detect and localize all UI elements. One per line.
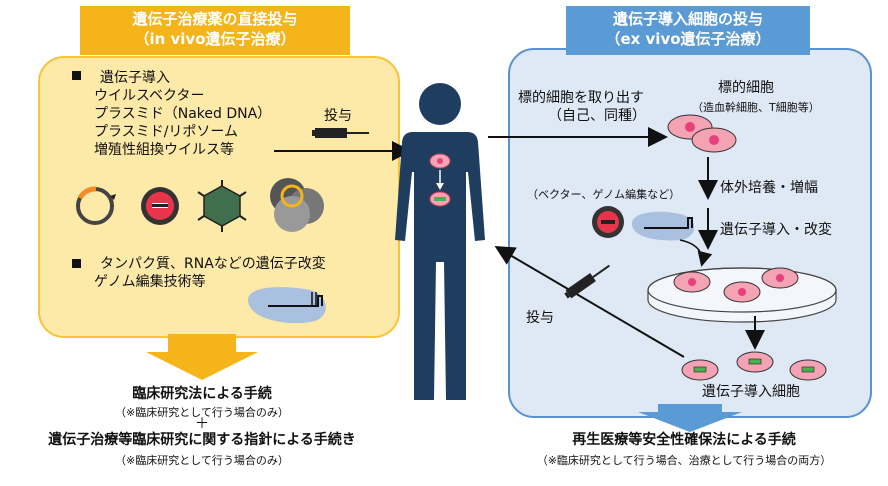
ex-vivo-header-line2: （ex vivo遺伝子治療） [605, 30, 771, 48]
bullet1-item-3: プラスミド/リポソーム [94, 124, 239, 140]
vector-note: （ベクター、ゲノム編集など） [527, 188, 681, 201]
ex-vivo-admin-label: 投与 [526, 310, 554, 326]
transduction-label: 遺伝子導入・改変 [720, 222, 832, 238]
extract-label-line2: （自己、同種） [548, 108, 646, 124]
patient-figure [395, 83, 485, 400]
bullet1-title: 遺伝子導入 [100, 70, 170, 86]
genome-editing-icon-left [248, 287, 326, 324]
in-vivo-procedure-note-2: （※臨床研究として行う場合のみ） [115, 454, 289, 467]
oncolytic-virus-icon [270, 178, 324, 232]
virus-icon [197, 180, 247, 232]
target-cell-label: 標的細胞 [718, 80, 774, 96]
ex-vivo-header: 遺伝子導入細胞の投与 （ex vivo遺伝子治療） [566, 6, 810, 55]
bullet-1-square [72, 71, 81, 80]
plasmid-icon [76, 186, 116, 225]
transduced-cells [681, 351, 827, 381]
in-vivo-procedure-2: 遺伝子治療等臨床研究に関する指針による手続き [48, 432, 356, 448]
in-vivo-admin-label: 投与 [324, 108, 352, 124]
genome-editing-icon-right [632, 211, 695, 241]
bullet1-item-4: 増殖性組換ウイルス等 [94, 142, 234, 158]
ex-vivo-procedure-note-1: （※臨床研究として行う場合、治療として行う場合の両方） [536, 454, 832, 467]
bullet1-item-1: ウイルスベクター [94, 88, 205, 104]
body-cell-pink [429, 153, 451, 169]
in-vivo-down-arrow [146, 334, 258, 380]
bullet1-item-2: プラスミド（Naked DNA） [94, 106, 272, 122]
in-vivo-header: 遺伝子治療薬の直接投与 （in vivo遺伝子治療） [80, 6, 350, 55]
extract-label-line1: 標的細胞を取り出す [518, 90, 644, 106]
liposome-icon [141, 187, 179, 225]
vector-to-dish-arrow [679, 239, 713, 267]
readminister-arrow [494, 245, 685, 358]
in-vivo-procedure-note-1: （※臨床研究として行う場合のみ） [115, 406, 289, 419]
syringe-icon-right [564, 264, 610, 299]
ex-vivo-procedure-1: 再生医療等安全性確保法による手続 [572, 432, 796, 448]
ex-vivo-down-arrow [638, 404, 742, 432]
target-cell-note: （造血幹細胞、T細胞等） [692, 101, 820, 114]
transduced-cell-label: 遺伝子導入細胞 [702, 384, 800, 400]
in-vivo-procedure-1: 臨床研究法による手続 [132, 386, 272, 402]
syringe-icon-left [312, 128, 369, 138]
bullet2-line1: タンパク質、RNAなどの遺伝子改変 [100, 256, 326, 272]
target-cells [667, 114, 737, 153]
liposome-icon-right [592, 206, 624, 238]
procedure-plus: ＋ [195, 416, 209, 432]
body-cell-transduced [429, 191, 451, 207]
in-vivo-header-line2: （in vivo遺伝子治療） [134, 30, 296, 48]
bullet2-line2: ゲノム編集技術等 [94, 274, 206, 290]
culture-dish [647, 267, 837, 323]
in-vivo-header-line1: 遺伝子治療薬の直接投与 [132, 10, 298, 28]
culture-label: 体外培養・増幅 [720, 180, 818, 196]
ex-vivo-header-line1: 遺伝子導入細胞の投与 [612, 10, 763, 28]
bullet-2-square [72, 259, 81, 268]
